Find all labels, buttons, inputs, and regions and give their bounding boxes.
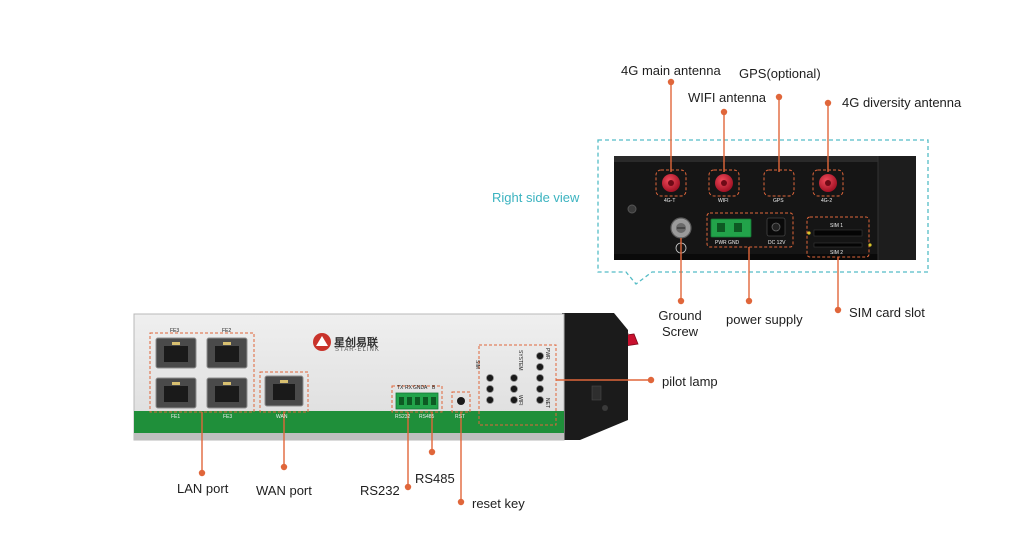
right-view-frame — [597, 139, 929, 285]
callout-reset-key: reset key — [472, 496, 525, 511]
callout-sim-card-slot: SIM card slot — [849, 305, 925, 320]
panel-label-pwr-gnd: PWR GND — [715, 240, 740, 246]
callout-rs232: RS232 — [360, 483, 400, 498]
callout-wan-port: WAN port — [256, 483, 312, 498]
terminal-label-gnd: GND — [413, 385, 425, 391]
panel-label-4g-t: 4G-T — [664, 198, 676, 204]
panel-label-gps: GPS — [773, 198, 784, 204]
panel-label-dc: DC 12V — [768, 240, 786, 246]
port-label-wan: WAN — [276, 414, 288, 420]
port-label-rs232: RS232 — [395, 414, 411, 420]
brand-name-cn: 星创易联 — [334, 336, 378, 349]
serial-terminal-block — [391, 385, 443, 413]
ground-screw-icon — [670, 217, 692, 254]
led-label-system: SYSTEM — [517, 350, 523, 371]
front-view-leaders — [198, 376, 655, 506]
terminal-label-tx: TX — [397, 385, 404, 391]
callout-4g-main-antenna: 4G main antenna — [621, 63, 721, 78]
power-supply-area — [706, 212, 794, 248]
pilot-lamp-block — [478, 344, 557, 426]
antenna-4g-2-connector — [812, 169, 844, 197]
callout-pilot-lamp: pilot lamp — [662, 374, 718, 389]
callout-gps: GPS(optional) — [739, 66, 821, 81]
side-screw-icon — [627, 204, 637, 214]
callout-power-supply: power supply — [726, 312, 803, 327]
callout-rs485: RS485 — [415, 471, 455, 486]
led-label-wifi: WIFI — [517, 395, 523, 406]
callout-ground-screw: Ground Screw — [658, 308, 702, 339]
port-label-fe3-top: FE3 — [170, 328, 180, 334]
right-side-view — [597, 78, 929, 314]
panel-label-wifi: WIFI — [718, 198, 729, 204]
front-device-side — [562, 313, 628, 440]
terminal-label-b: B — [432, 385, 436, 391]
right-view-leaders — [667, 78, 842, 314]
callout-lan-port: LAN port — [177, 481, 229, 496]
port-label-fe3-bottom: FE3 — [223, 414, 233, 420]
port-label-fe1: FE1 — [171, 414, 181, 420]
panel-label-4g-2: 4G-2 — [821, 198, 833, 204]
callout-wifi-antenna: WIFI antenna — [688, 90, 767, 105]
port-label-rs485: RS485 — [419, 414, 435, 420]
port-label-fe2: FE2 — [222, 328, 232, 334]
port-label-rst: RST — [455, 414, 465, 420]
wan-port — [259, 371, 309, 413]
callout-4g-diversity-antenna: 4G diversity antenna — [842, 95, 962, 110]
lan-port-group — [149, 332, 255, 413]
terminal-label-a: A — [424, 385, 428, 391]
right-side-view-title: Right side view — [492, 190, 580, 205]
led-label-net: NET — [544, 398, 550, 408]
front-view — [133, 313, 655, 506]
panel-label-sim1: SIM 1 — [830, 223, 844, 229]
terminal-label-rx: RX — [405, 385, 412, 391]
brand-name-en: STAR-ELINK — [335, 347, 380, 353]
led-label-pwr: PWR — [544, 348, 550, 360]
led-label-sim: SIM — [474, 360, 480, 369]
front-panel-green-strip — [134, 411, 564, 433]
brand-logo-icon — [313, 333, 331, 351]
panel-label-sim2: SIM 2 — [830, 250, 844, 256]
